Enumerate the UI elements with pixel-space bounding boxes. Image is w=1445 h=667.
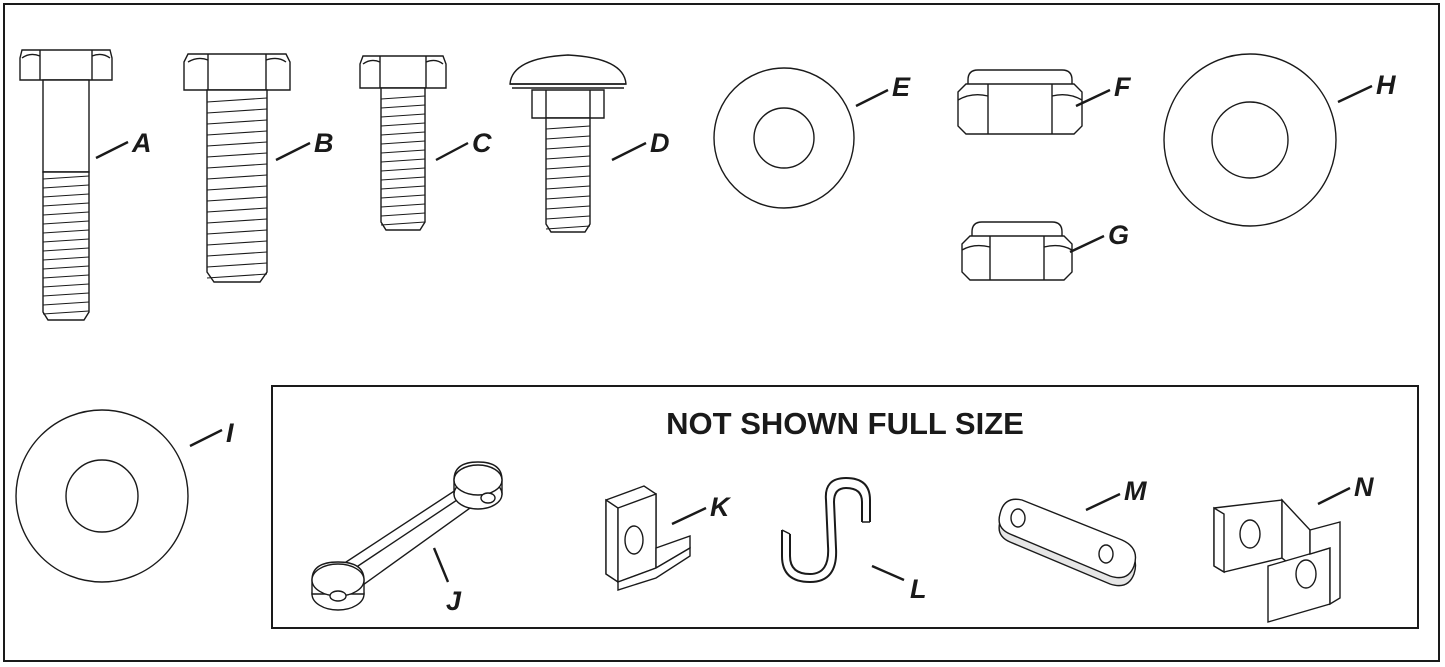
hex-head-bolt-long-icon [20,50,112,320]
flat-washer-icon [714,68,854,208]
hex-head-bolt-short-icon [360,56,446,230]
label-l: L [910,574,927,604]
lock-nut-small-icon [962,222,1072,280]
leader-c [436,143,468,160]
label-n: N [1354,472,1374,502]
part-d-carriage-bolt: D [510,55,670,232]
label-h: H [1376,70,1396,100]
leader-h [1338,86,1372,102]
leader-g [1070,236,1104,252]
label-f: F [1114,72,1132,102]
label-c: C [472,128,492,158]
label-g: G [1108,220,1129,250]
part-i-washer: I [16,410,234,582]
carriage-bolt-icon [510,55,626,232]
label-j: J [446,586,462,616]
label-a: A [131,128,152,158]
flat-washer-extra-large-icon [16,410,188,582]
part-f-lock-nut: F [958,70,1132,134]
part-c-hex-bolt: C [360,56,492,230]
label-b: B [314,128,334,158]
leader-b [276,143,310,160]
part-b-hex-bolt: B [184,54,334,282]
label-e: E [892,72,911,102]
leader-i [190,430,222,446]
leader-a [96,142,128,158]
label-k: K [710,492,732,522]
hex-head-bolt-fully-threaded-icon [184,54,290,282]
label-m: M [1124,476,1147,506]
not-full-size-inset: NOT SHOWN FULL SIZE J [272,386,1418,628]
part-a-hex-bolt: A [20,50,152,320]
part-g-lock-nut: G [962,220,1129,280]
flat-washer-large-icon [1164,54,1336,226]
leader-d [612,143,646,160]
label-i: I [226,418,234,448]
part-e-washer: E [714,68,911,208]
lock-nut-large-icon [958,70,1082,134]
leader-e [856,90,888,106]
part-h-washer: H [1164,54,1396,226]
inset-title: NOT SHOWN FULL SIZE [666,406,1024,441]
label-d: D [650,128,670,158]
